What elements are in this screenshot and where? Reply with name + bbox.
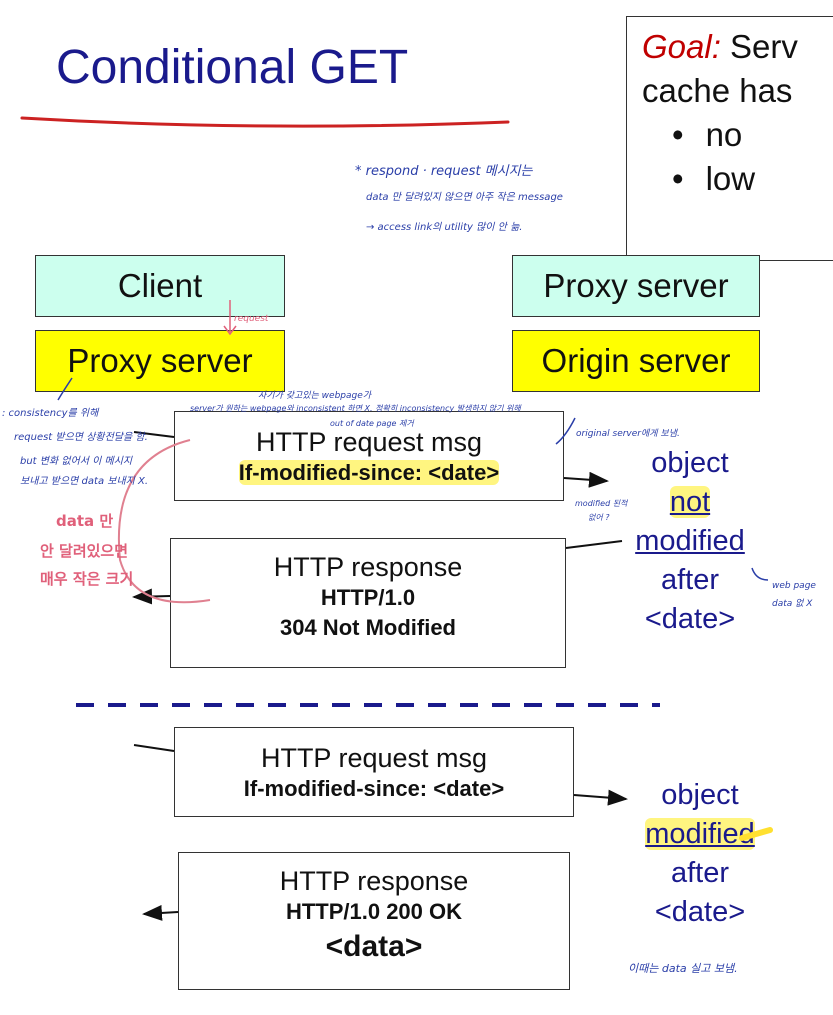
request-line-left-2 <box>133 744 175 752</box>
request-line-left-1 <box>133 431 175 438</box>
client-box: Client <box>35 255 285 317</box>
goal-bullet-2: low <box>642 157 833 201</box>
status-not-modified: object not modified after <date> <box>620 444 760 639</box>
title-underline <box>20 116 510 128</box>
proxy-server-left-box: Proxy server <box>35 330 285 392</box>
goal-line: Goal: Serv <box>642 25 833 69</box>
handwritten-top-note3: → access link의 utility 많이 안 늚. <box>366 222 523 233</box>
response-line2-2: HTTP/1.0 200 OK <box>285 899 463 924</box>
status2-line1: object <box>661 779 739 811</box>
request-msg-box-1: HTTP request msg If-modified-since: <dat… <box>174 411 564 501</box>
status1-line2: not <box>669 486 711 518</box>
handwritten-mid-note1: 자기가 갖고있는 webpage가 <box>258 391 372 401</box>
status1-line4: after <box>660 564 720 596</box>
request-title-2: HTTP request msg <box>260 743 488 773</box>
handwritten-modified-q1: modified 된적 <box>575 499 628 508</box>
bracket-note <box>555 417 576 445</box>
request-header-2: If-modified-since: <date> <box>243 776 505 801</box>
handwritten-left-note1: : consistency를 위해 <box>2 408 99 419</box>
handwritten-mid-note2: server가 원하는 webpage와 inconsistent 하면 X. … <box>190 404 521 413</box>
request-arrow-right-1 <box>563 471 609 488</box>
response-line-right-1 <box>565 540 623 549</box>
request-title-1: HTTP request msg <box>255 427 483 457</box>
response-arrow-left-2 <box>142 904 179 921</box>
status-modified: object modified after <date> <box>625 776 775 932</box>
handwritten-webpage-note2: data 없 X <box>772 599 813 609</box>
handwritten-modified-q2: 없어 ? <box>588 513 610 522</box>
handwritten-right-note: original server에게 보냄. <box>576 429 680 439</box>
handwritten-bottom-note: 이때는 data 실고 보냄. <box>628 962 738 975</box>
status2-line2: modified <box>645 818 755 850</box>
goal-text: Serv <box>730 28 798 65</box>
proxy-server-right-box: Proxy server <box>512 255 760 317</box>
handwritten-mid-note3: out of date page 제거 <box>330 419 414 428</box>
request-arrow-right-2 <box>573 789 628 806</box>
goal-box: Goal: Serv cache has no low <box>626 16 833 261</box>
response-msg-box-2: HTTP response HTTP/1.0 200 OK <data> <box>178 852 570 990</box>
pink-note3: 매우 작은 크기 <box>40 570 134 588</box>
handwritten-left-note3: but 변화 없어서 이 메시지 <box>20 456 133 467</box>
page-title: Conditional GET <box>56 41 409 94</box>
pink-note2: 안 달려있으면 <box>40 542 129 560</box>
note-pointer <box>57 377 73 401</box>
status1-line5: <date> <box>644 603 736 635</box>
handwritten-top-note2: data 만 달려있지 않으면 아주 작은 message <box>366 192 563 203</box>
response-title-2: HTTP response <box>279 866 469 896</box>
webpage-bracket <box>751 567 769 581</box>
goal-label: Goal: <box>642 28 721 65</box>
pink-curve <box>117 439 211 604</box>
status1-line3: modified <box>635 525 745 557</box>
response-line2-1: HTTP/1.0 <box>320 585 416 610</box>
handwritten-request: request <box>234 314 269 324</box>
handwritten-webpage-note1: web page <box>772 581 816 591</box>
goal-bullet-1: no <box>642 113 833 157</box>
response-title-1: HTTP response <box>273 552 463 582</box>
status1-line1: object <box>651 447 729 479</box>
pink-scribble <box>739 827 773 841</box>
status2-line3: after <box>670 857 730 889</box>
response-line3-1: 304 Not Modified <box>279 615 456 640</box>
pink-note1: data 만 <box>56 512 114 530</box>
request-handwritten-arrow <box>223 300 237 336</box>
origin-server-box: Origin server <box>512 330 760 392</box>
status2-line4: <date> <box>654 896 746 928</box>
request-msg-box-2: HTTP request msg If-modified-since: <dat… <box>174 727 574 817</box>
response-msg-box-1: HTTP response HTTP/1.0 304 Not Modified <box>170 538 566 668</box>
handwritten-top-note1: * respond · request 메시지는 <box>355 164 533 179</box>
response-line3-2: <data> <box>325 930 423 963</box>
goal-line2: cache has <box>642 72 793 109</box>
handwritten-left-note2: request 받으면 상황전달을 함. <box>14 432 148 443</box>
request-header-1: If-modified-since: <date> <box>238 460 500 485</box>
handwritten-left-note4: 보내고 받으면 data 보내지 X. <box>20 476 149 487</box>
